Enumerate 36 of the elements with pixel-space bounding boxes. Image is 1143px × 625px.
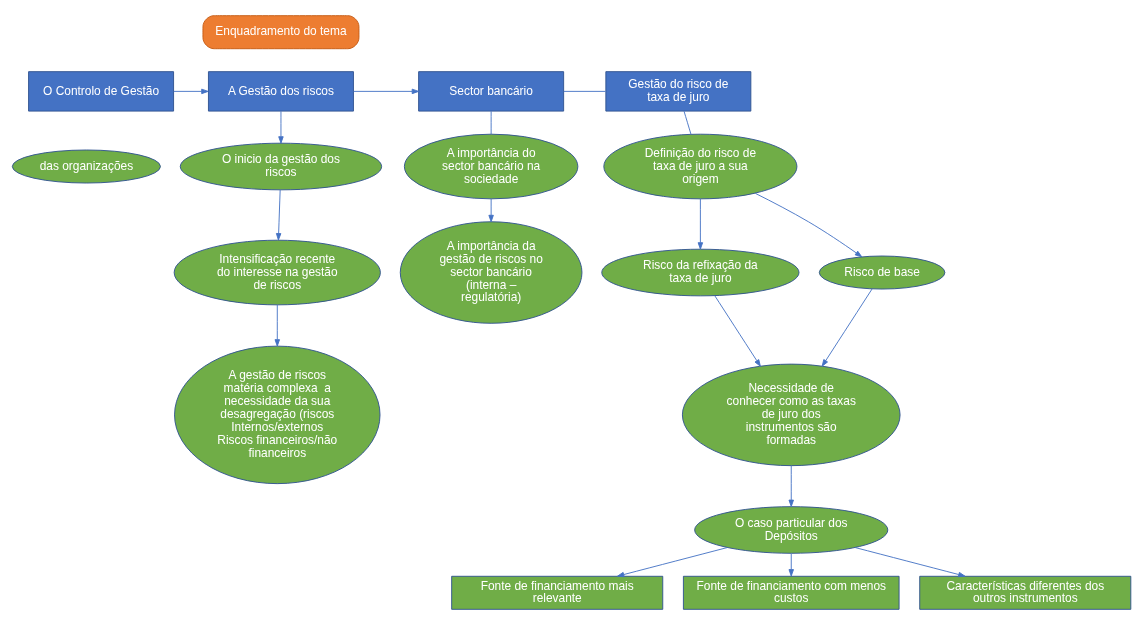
arrow [714, 295, 761, 367]
node-box: A Gestão dos riscos [208, 71, 354, 112]
node-ellipse: A importância da gestão de riscos no sector bancário (interna – regulatória) [399, 221, 583, 324]
node-ellipse: Necessidade de conhecer como as taxas de juro dos instrumentos são formadas [681, 363, 901, 467]
arrow [353, 88, 420, 95]
node-ellipse: A importância do sector bancário na sociedade [403, 133, 579, 200]
arrow [754, 192, 863, 258]
arrow [697, 198, 704, 250]
node-ellipse: O inicio da gestão dos riscos [179, 142, 383, 191]
connector [563, 90, 606, 92]
arrow [788, 553, 794, 577]
arrow [788, 465, 794, 507]
arrow [488, 198, 494, 223]
arrow [278, 110, 284, 144]
node-box: Gestão do risco de taxa de juro [605, 71, 752, 112]
arrow [173, 88, 209, 95]
arrow [617, 547, 728, 578]
connector [683, 110, 692, 135]
node-ellipse: Risco da refixação da taxa de juro [601, 248, 800, 297]
arrow [275, 189, 282, 241]
arrow [821, 288, 873, 367]
arrow [854, 547, 966, 578]
node-box: Fonte de financiamento mais relevante [451, 575, 664, 610]
node-ellipse: A gestão de riscos matéria complexa a necessidade da sua desagregação (riscos Internos/externos Riscos financeiros/não financeiros [174, 345, 381, 485]
node-box: O Controlo de Gestão [28, 71, 175, 112]
node-ellipse: Definição do risco de taxa de juro a sua origem [603, 133, 798, 200]
node-ellipse: O caso particular dos Depósitos [694, 506, 889, 554]
node-box: Fonte de financiamento com menos custos [682, 575, 900, 610]
node-ellipse: das organizações [11, 149, 161, 184]
node-box: Sector bancário [418, 71, 565, 112]
node-box: Enquadramento do tema [202, 15, 360, 50]
node-box: Características diferentes dos outros instrumentos [919, 575, 1132, 610]
node-ellipse: Intensificação recente do interesse na gestão de riscos [173, 239, 381, 306]
arrow [274, 304, 280, 347]
connector [490, 110, 492, 135]
node-ellipse: Risco de base [818, 255, 946, 290]
